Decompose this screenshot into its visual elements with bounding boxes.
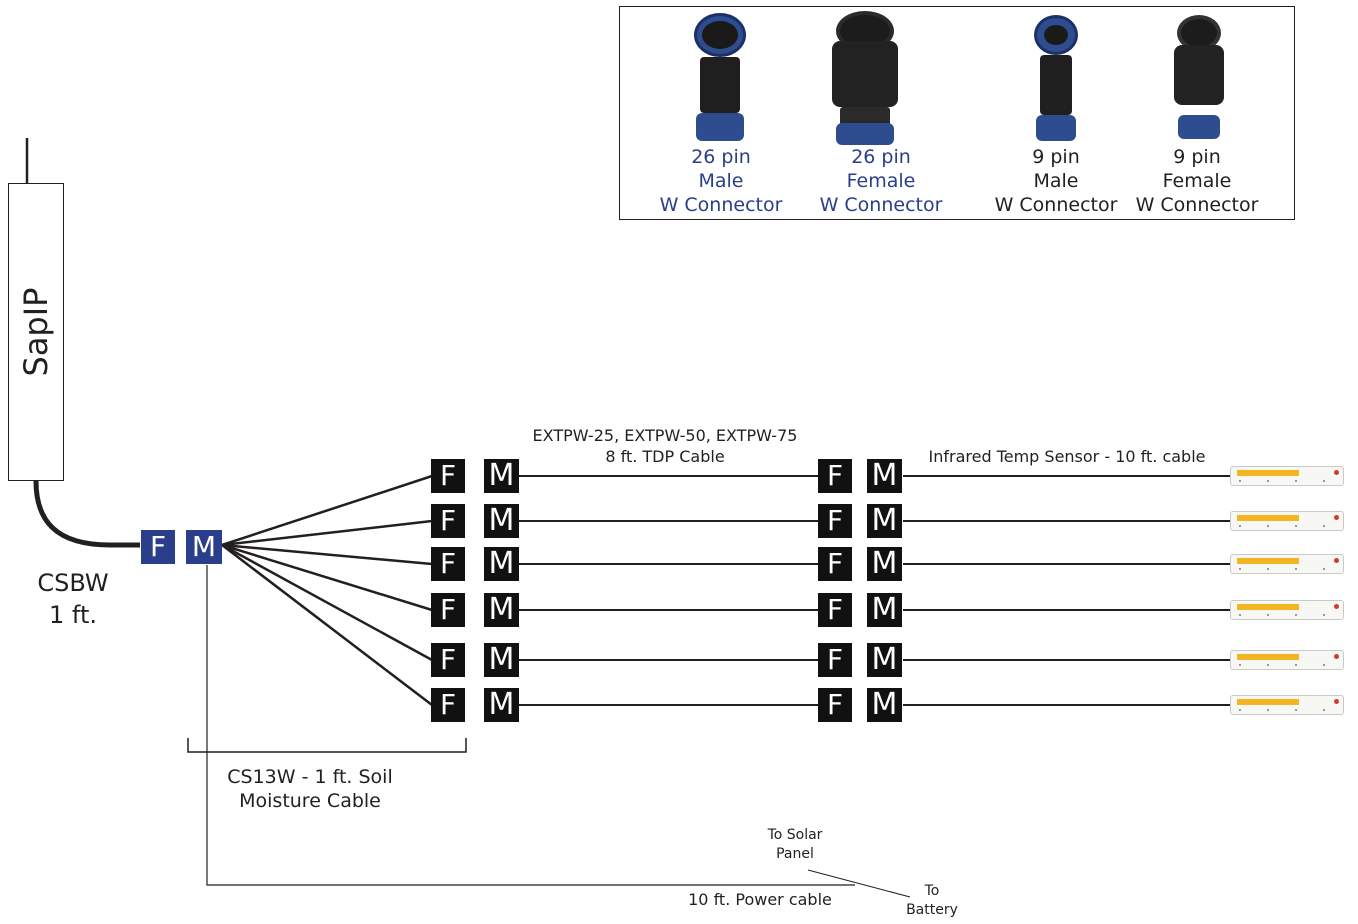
power-cable-label: 10 ft. Power cable (688, 890, 832, 909)
power-cable (206, 565, 855, 886)
ir-female-connector: F (818, 643, 852, 677)
connector-26pin-female-photo (830, 11, 900, 145)
extpw-female-connector: F (431, 547, 465, 581)
ir-sensor-cables (903, 475, 1230, 706)
legend-26pin-male-label: 26 pin Male W Connector (659, 146, 783, 216)
sapip-device: SapIP (8, 183, 64, 481)
connector-9pin-male-photo (1032, 15, 1080, 141)
connector-legend: 26 pin Male W Connector 26 pin Female W … (619, 6, 1295, 220)
cs13w-fan-cables (221, 474, 433, 706)
extpw-cable-label: EXTPW-25, EXTPW-50, EXTPW-75 8 ft. TDP C… (532, 426, 798, 466)
infrared-temp-sensor (1230, 600, 1344, 620)
to-battery-label: To Battery (906, 883, 958, 918)
ir-female-connector: F (818, 459, 852, 493)
infrared-temp-sensor (1230, 695, 1344, 715)
ir-female-connector: F (818, 547, 852, 581)
hub-male-connector: M (186, 530, 222, 564)
ir-cable-label: Infrared Temp Sensor - 10 ft. cable (928, 447, 1206, 466)
legend-26pin-female-label: 26 pin Female W Connector (819, 146, 943, 216)
cs13w-label: CS13W - 1 ft. Soil Moisture Cable (227, 766, 393, 812)
cs13w-bracket (187, 738, 467, 753)
csbw-label: CSBW 1 ft. (37, 569, 109, 629)
hub-female-connector: F (141, 530, 175, 564)
to-solar-label: To Solar Panel (767, 827, 823, 862)
ir-female-connector: F (818, 504, 852, 538)
extpw-female-connector: F (431, 643, 465, 677)
ir-male-connector: M (867, 504, 902, 538)
extpw-female-connector: F (431, 459, 465, 493)
infrared-temp-sensor (1230, 554, 1344, 574)
ir-female-connector: F (818, 593, 852, 627)
extpw-male-connector: M (484, 504, 519, 538)
infrared-temp-sensor (1230, 511, 1344, 531)
extpw-male-connector: M (484, 688, 519, 722)
power-split-line (807, 869, 911, 898)
extpw-cables (519, 475, 819, 706)
extpw-male-connector: M (484, 459, 519, 493)
legend-9pin-male-label: 9 pin Male W Connector (994, 146, 1118, 216)
connector-26pin-male-photo (690, 13, 750, 143)
ir-male-connector: M (867, 459, 902, 493)
extpw-male-connector: M (484, 593, 519, 627)
legend-9pin-female-label: 9 pin Female W Connector (1135, 146, 1259, 216)
infrared-temp-sensor (1230, 466, 1344, 486)
ir-male-connector: M (867, 688, 902, 722)
sapip-label: SapIP (17, 287, 55, 377)
extpw-male-connector: M (484, 547, 519, 581)
extpw-female-connector: F (431, 688, 465, 722)
extpw-female-connector: F (431, 593, 465, 627)
ir-female-connector: F (818, 688, 852, 722)
csbw-cable (33, 480, 140, 548)
extpw-female-connector: F (431, 504, 465, 538)
infrared-temp-sensor (1230, 650, 1344, 670)
ir-male-connector: M (867, 643, 902, 677)
ir-male-connector: M (867, 593, 902, 627)
ir-male-connector: M (867, 547, 902, 581)
connector-9pin-female-photo (1174, 15, 1224, 141)
extpw-male-connector: M (484, 643, 519, 677)
